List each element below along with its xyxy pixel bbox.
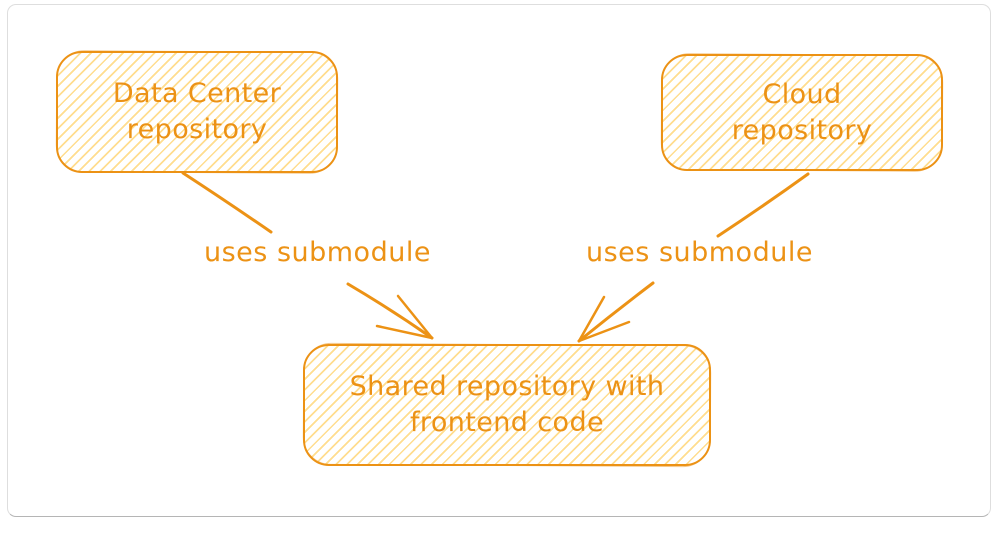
node-label-line: frontend code [410, 407, 604, 438]
arrowhead-barb [577, 320, 631, 343]
node-label-line: Shared repository with [349, 371, 665, 403]
arrowhead-barb [396, 294, 434, 340]
node-data-center-repository: Data Center repository [56, 51, 338, 173]
arrow-line [181, 171, 273, 234]
node-label-line: repository [731, 114, 873, 146]
edge-label-cloud: uses submodule [586, 237, 813, 268]
node-cloud-repository: Cloud repository [661, 54, 943, 171]
arrowhead-barb [577, 295, 606, 343]
node-label-line: Cloud [762, 78, 842, 110]
node-shared-repository: Shared repository with frontend code [303, 344, 711, 466]
node-label-line: repository [126, 114, 268, 145]
arrow-line [577, 281, 655, 343]
edge-label-datacenter: uses submodule [204, 237, 431, 268]
diagram-canvas: Data Center repository Cloud repository … [7, 4, 991, 517]
arrow-line [346, 282, 434, 340]
arrowhead-barb [375, 324, 434, 340]
arrow-line [716, 172, 810, 238]
node-label-line: Data Center [112, 78, 282, 110]
